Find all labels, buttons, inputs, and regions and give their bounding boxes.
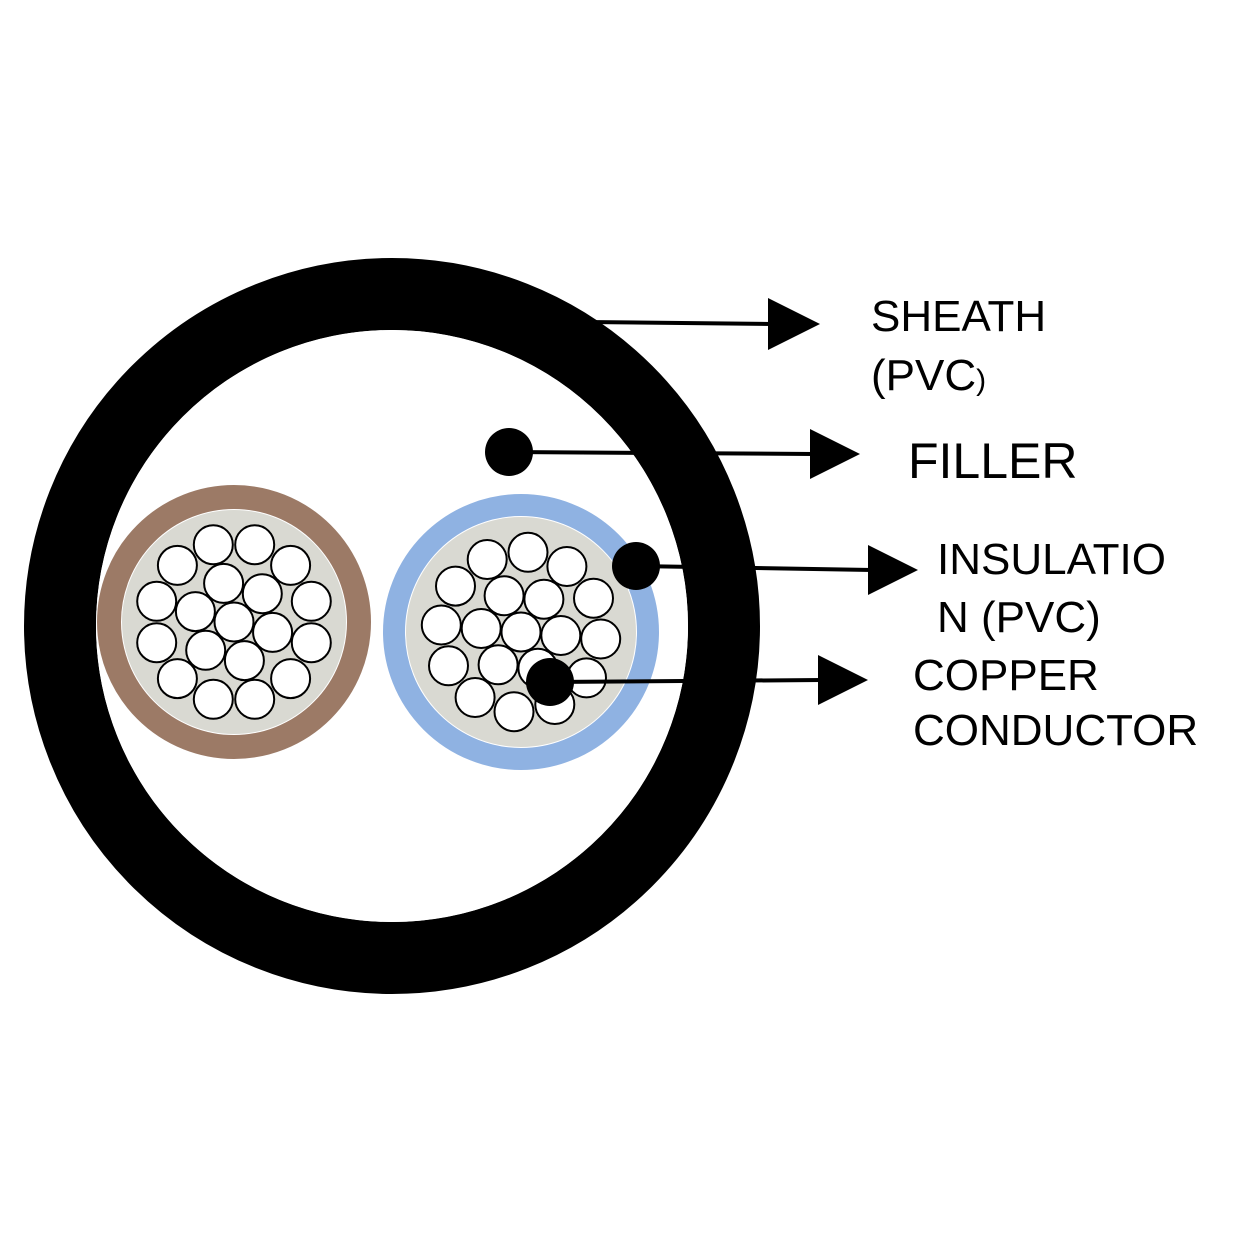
filler-label: FILLER — [908, 433, 1078, 489]
left-core-strand — [290, 622, 332, 664]
right-core-strand — [477, 644, 519, 686]
left-core-strand — [270, 658, 312, 700]
right-core-strand — [546, 546, 588, 587]
left-core-strand — [252, 611, 294, 653]
sheath-ring — [24, 258, 760, 994]
right-core-strand — [540, 615, 582, 656]
right-core-strand — [428, 645, 469, 687]
left-core-strand — [234, 524, 276, 566]
filler-leader — [485, 428, 860, 479]
filler-leader-line — [508, 450, 815, 456]
sheath-label-line1: SHEATH — [871, 292, 1047, 341]
insulation-leader-line — [635, 564, 873, 572]
insulation-label-line2: N (PVC) — [937, 593, 1101, 642]
right-core-strand — [460, 608, 502, 649]
left-core — [97, 485, 371, 759]
right-core-strand — [507, 531, 549, 573]
right-core-insulation — [383, 494, 659, 770]
sheath-label-line2-paren: ) — [976, 364, 987, 397]
left-core-strand — [156, 544, 198, 586]
filler-arrowhead — [810, 429, 860, 479]
right-core-strand — [580, 618, 622, 660]
sheath-arrowhead — [768, 298, 820, 350]
left-core-insulation — [97, 485, 371, 759]
left-core-strand — [156, 658, 198, 700]
left-core-strand — [290, 580, 332, 622]
right-core-strand — [573, 577, 614, 619]
right-core-strand — [454, 677, 496, 718]
left-core-strand — [185, 629, 227, 671]
right-core-strand — [523, 578, 565, 620]
left-core-strand — [223, 640, 265, 682]
left-core-strand — [241, 573, 283, 615]
left-core-strand — [174, 591, 216, 633]
right-core-strands — [420, 531, 622, 733]
conductor-arrowhead — [818, 655, 868, 705]
insulation-arrowhead — [868, 545, 918, 595]
right-core-strand — [483, 575, 525, 617]
right-core-strand — [435, 565, 476, 607]
left-core-strand — [234, 678, 276, 720]
sheath-label-line2: (PVC) — [871, 354, 986, 398]
conductor-label-line2: CONDUCTOR — [913, 706, 1199, 755]
left-core-strand — [192, 678, 234, 720]
insulation-leader — [612, 542, 918, 595]
left-core-strand — [136, 580, 178, 622]
right-core-strand — [493, 691, 535, 733]
left-core-strand — [192, 524, 234, 566]
insulation-label-line1: INSULATIO — [937, 535, 1167, 584]
left-core-strand — [213, 601, 255, 643]
sheath-leader — [585, 298, 820, 350]
right-core — [383, 494, 659, 770]
sheath-leader-line — [585, 320, 773, 326]
sheath-label-line2-main: (PVC — [871, 351, 977, 400]
right-core-strand — [500, 611, 542, 653]
right-core-strand — [466, 539, 508, 580]
left-core-strand — [203, 562, 245, 604]
conductor-label-line1: COPPER — [913, 651, 1099, 700]
conductor-leader — [526, 655, 868, 706]
left-core-strand — [270, 544, 312, 586]
left-core-strands — [136, 524, 332, 720]
conductor-leader-line — [549, 678, 823, 684]
right-core-strand — [420, 604, 462, 646]
left-core-strand — [136, 622, 178, 664]
